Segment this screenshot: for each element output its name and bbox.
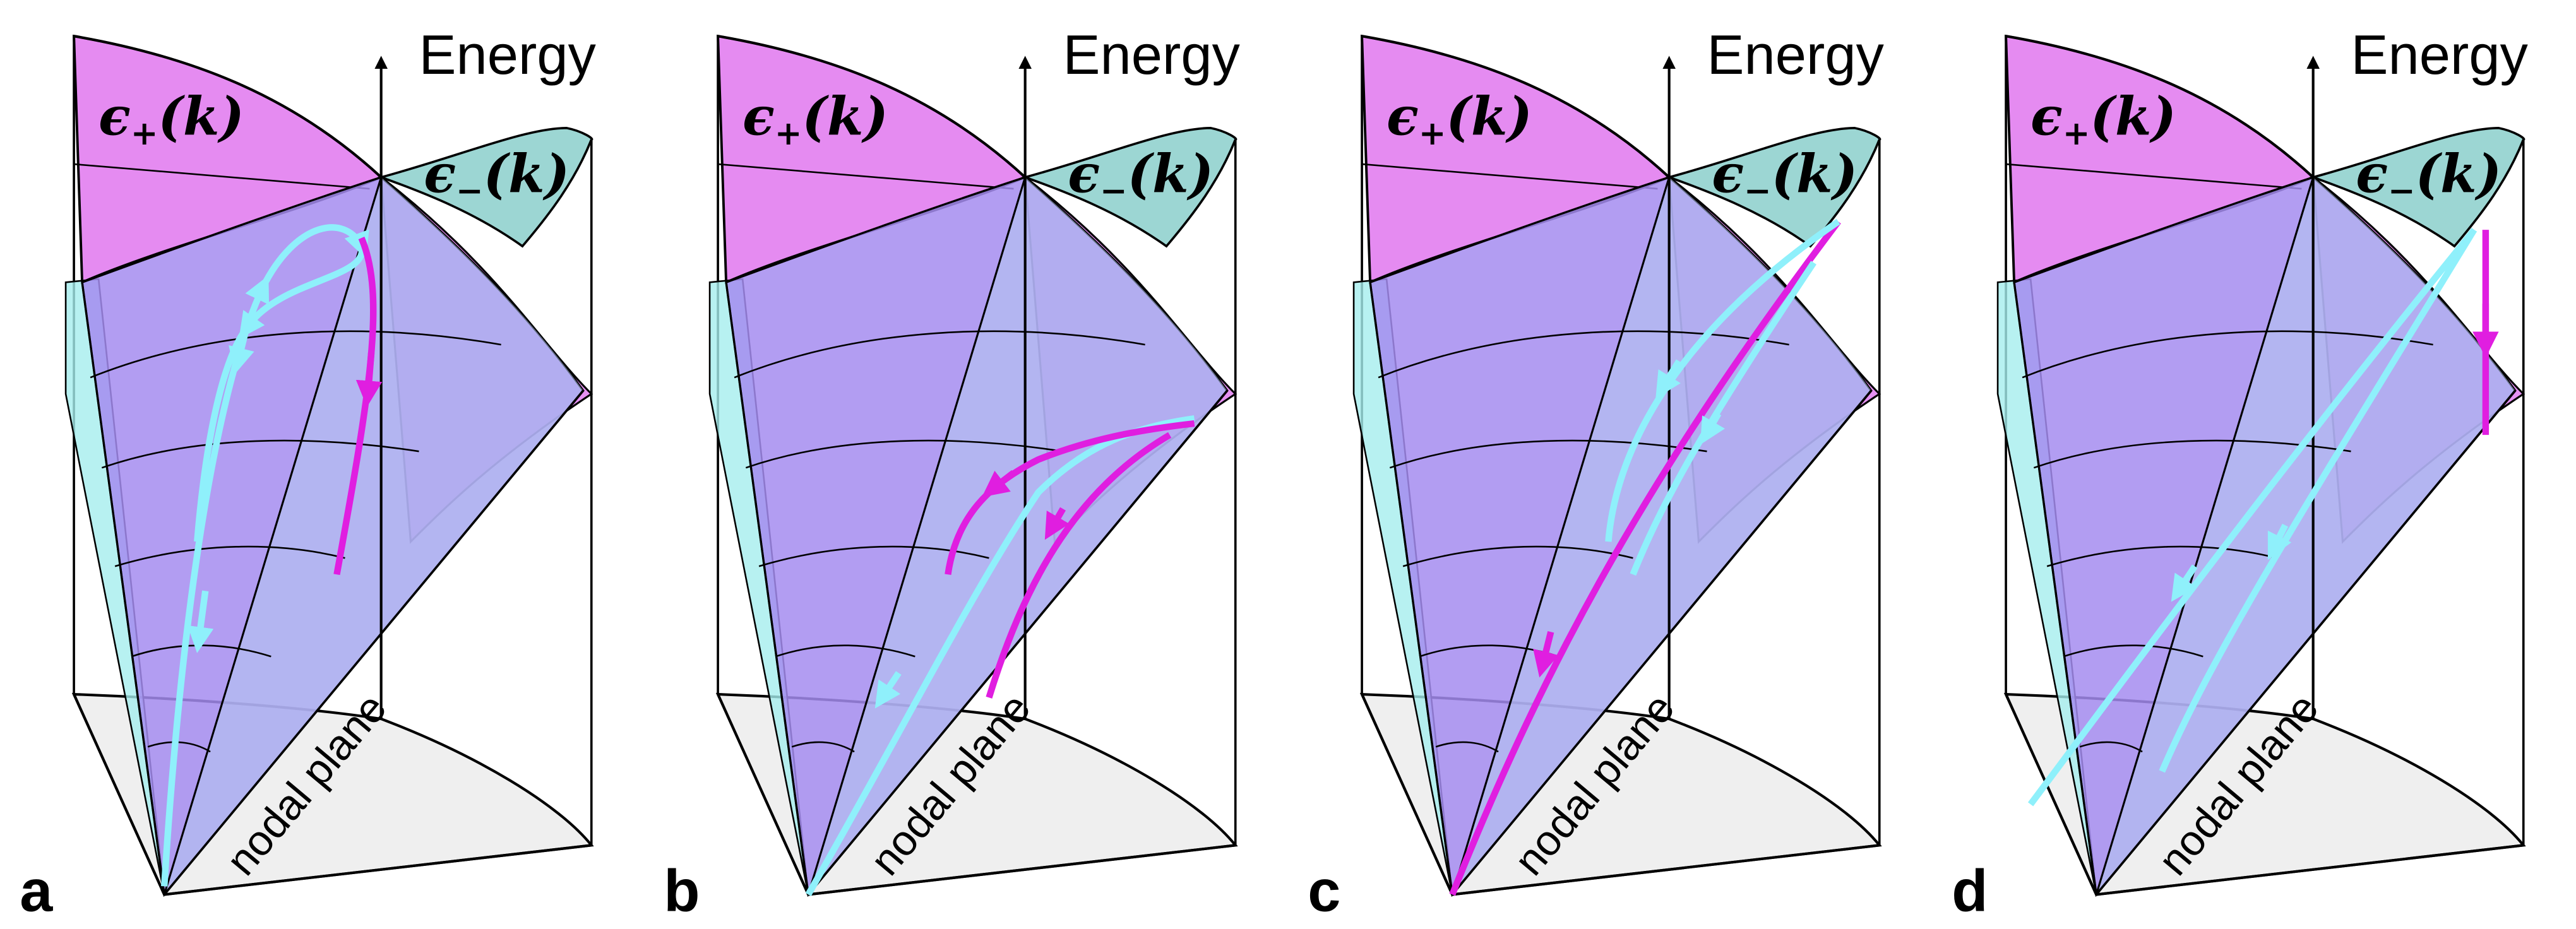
panel-c-arrow-magenta	[1533, 631, 1559, 678]
panel-b-arrow-cyan	[874, 671, 902, 709]
panel-d-energy-label: Energy	[2351, 23, 2529, 86]
panel-b-upper-band-label: ϵ+(k)	[742, 85, 888, 153]
panel-b-arrow-magenta-1	[982, 470, 1016, 497]
panel-a-letter: a	[20, 857, 53, 923]
panel-a: Energy ϵ+(k) ϵ−(k) nodal plane a	[20, 23, 596, 923]
panel-c-trajectory-cyan-2	[1630, 261, 1816, 576]
panel-c-energy-label: Energy	[1707, 23, 1885, 86]
panel-b-trajectory-magenta-2	[986, 432, 1172, 699]
panel-a-lower-band-label: ϵ−(k)	[424, 143, 569, 210]
panel-d-arrow-cyan-2	[2267, 523, 2292, 560]
panel-d-trajectory-cyan-1	[2027, 227, 2477, 807]
panel-d-upper-band-label: ϵ+(k)	[2030, 85, 2176, 153]
panel-d-arrow-cyan-1	[2171, 564, 2198, 602]
panel-c-lower-band-label: ϵ−(k)	[1712, 143, 1857, 210]
panel-b-lower-band-label: ϵ−(k)	[1068, 143, 1213, 210]
panel-c: Energy ϵ+(k) ϵ−(k) nodal plane c	[1308, 23, 1884, 923]
panel-d-letter: d	[1952, 857, 1988, 923]
panel-b-arrow-magenta-2	[1044, 507, 1070, 540]
panel-c-arrow-cyan-2	[1700, 411, 1725, 445]
panel-b-energy-label: Energy	[1063, 23, 1241, 86]
panel-a-arrow-cyan-2	[187, 590, 214, 653]
panel-a-upper-band-label: ϵ+(k)	[98, 85, 244, 153]
panel-c-arrow-cyan-1	[1655, 359, 1682, 399]
panel-b-trajectory-magenta-1	[945, 420, 1195, 575]
panel-b-letter: b	[664, 857, 700, 923]
panel-d-trajectory-cyan-2	[2159, 228, 2478, 773]
panel-d-lower-band-label: ϵ−(k)	[2356, 143, 2501, 210]
panel-c-trajectory-magenta	[1449, 219, 1841, 896]
panel-a-arrow-cyan-1	[229, 327, 254, 374]
panel-a-energy-label: Energy	[419, 23, 597, 86]
panel-d: Energy ϵ+(k) ϵ−(k) nodal plane d	[1952, 23, 2528, 923]
panel-a-arrow-magenta	[355, 352, 383, 407]
panel-b: Energy ϵ+(k) ϵ−(k) nodal plane b	[664, 23, 1240, 923]
panel-c-letter: c	[1308, 857, 1340, 923]
panel-c-upper-band-label: ϵ+(k)	[1386, 85, 1532, 153]
